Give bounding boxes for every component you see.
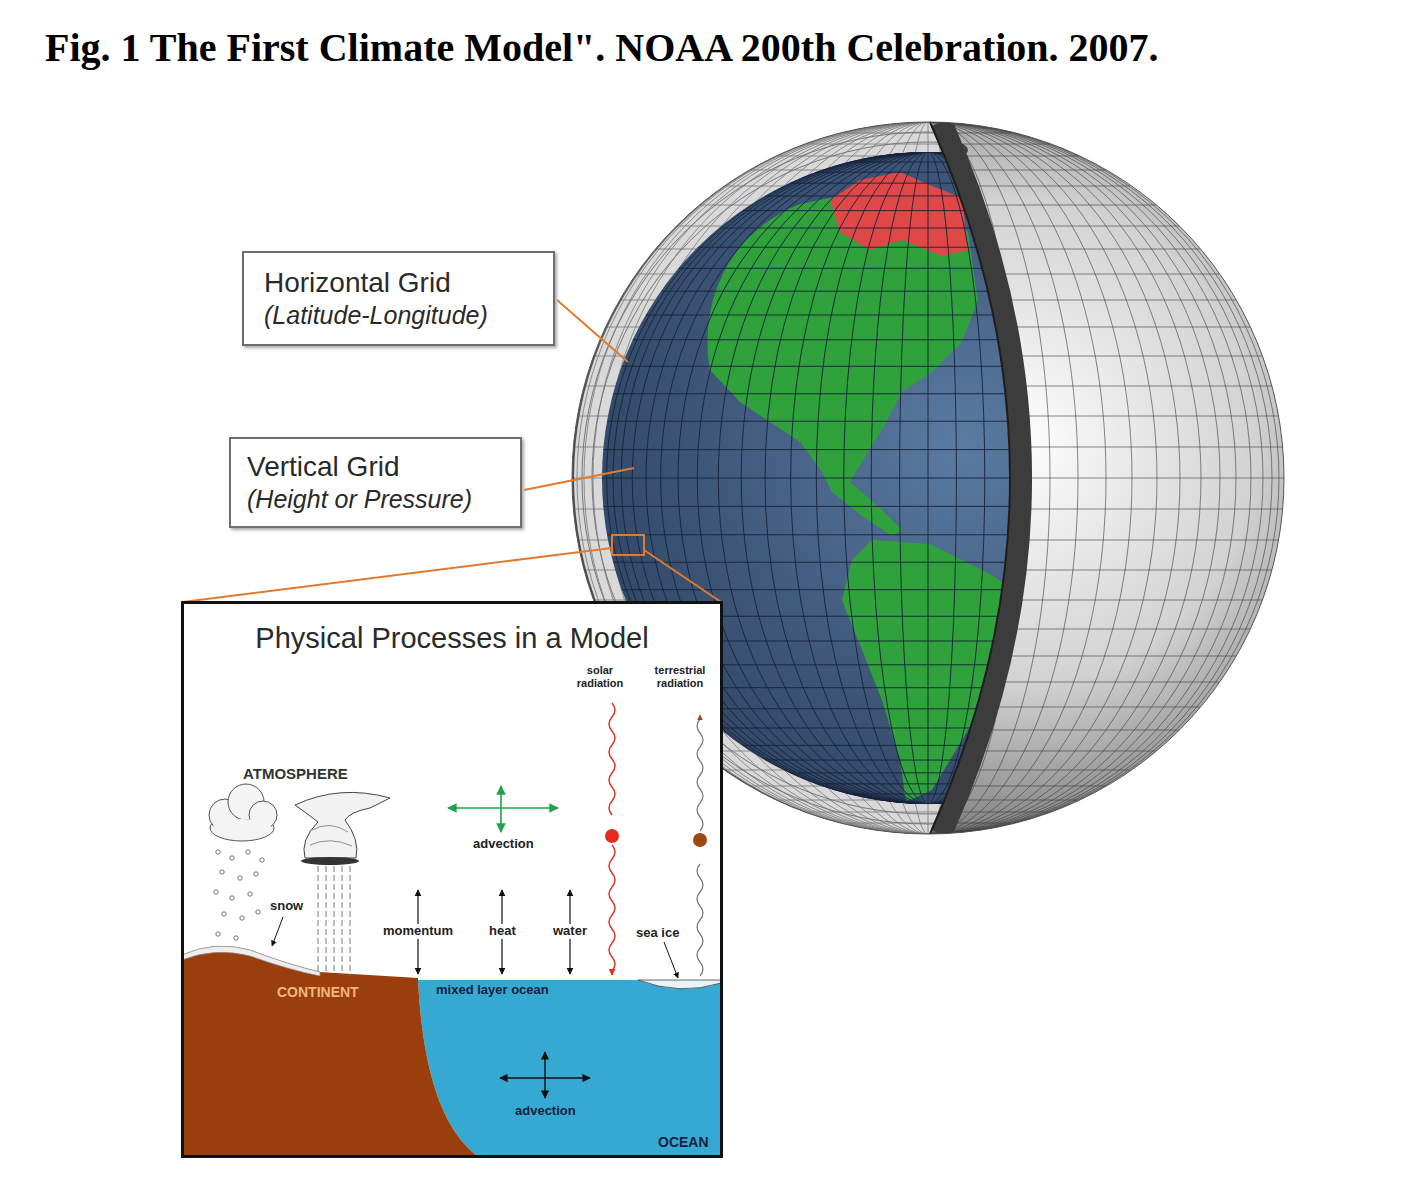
box-heading: Horizontal Grid (264, 265, 451, 300)
sea-ice-pointer (664, 942, 678, 978)
region-label: OCEAN (658, 1134, 709, 1150)
snow-pointer (272, 917, 283, 946)
radiation-label: solar radiation (568, 664, 632, 689)
cut-edge (930, 122, 1010, 834)
region-label: ATMOSPHERE (241, 765, 350, 782)
solar-wave (609, 845, 615, 975)
process-label: sea ice (634, 926, 681, 941)
grid-callout-box: Horizontal Grid(Latitude-Longitude) (242, 251, 555, 346)
solar-dot (605, 829, 619, 843)
rain-lines (318, 866, 350, 976)
ocean-advection-arrows (500, 1052, 590, 1098)
sea-ice (638, 980, 720, 989)
inset-illustration (184, 703, 720, 1155)
process-label: advection (515, 1104, 576, 1119)
flux-label: heat (487, 924, 518, 939)
atmosphere-advection-arrows (448, 786, 558, 832)
snow-layer (184, 946, 320, 976)
inset-ground (182, 602, 722, 1157)
region-label: mixed layer ocean (436, 983, 549, 998)
terrestrial-dot (693, 833, 707, 847)
terrestrial-wave (697, 864, 703, 976)
process-label: advection (471, 837, 536, 852)
box-subheading: (Height or Pressure) (247, 484, 472, 515)
central-america (822, 472, 902, 536)
region-label: CONTINENT (277, 984, 359, 1000)
figure-title: Fig. 1 The First Climate Model". NOAA 20… (45, 24, 1159, 71)
box-heading: Vertical Grid (247, 449, 400, 484)
snowflakes (214, 850, 264, 940)
grid-callout-box: Vertical Grid(Height or Pressure) (229, 437, 522, 528)
terrestrial-wave (697, 715, 703, 831)
box-subheading: (Latitude-Longitude) (264, 300, 488, 331)
solar-wave (609, 703, 615, 815)
continent (184, 946, 480, 1155)
thunder-cloud (295, 792, 390, 865)
flux-label: momentum (381, 924, 455, 939)
box-heading: Physical Processes in a Model (255, 620, 648, 656)
radiation-label: terrestrial radiation (643, 664, 717, 689)
inset-panel: Physical Processes in a Model (181, 601, 723, 1158)
flux-label: water (551, 924, 589, 939)
process-label: snow (268, 899, 305, 914)
ocean (418, 980, 720, 1155)
snow-cloud (209, 784, 277, 841)
